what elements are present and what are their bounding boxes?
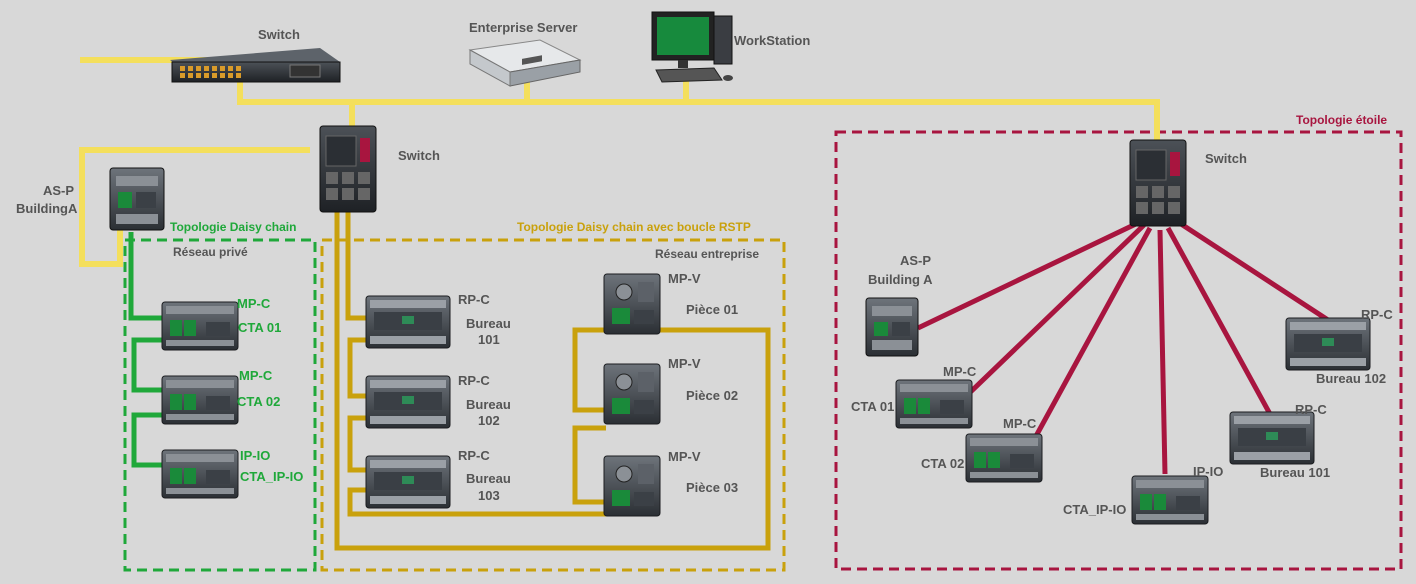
workstation-label: WorkStation [734,33,811,48]
right-switch-label: Switch [1205,151,1247,166]
top-switch-label: Switch [258,27,300,42]
rstp-subtitle: Réseau entreprise [655,247,760,261]
left-asp-device [109,167,165,231]
daisy-chain-subtitle: Réseau privé [173,245,248,259]
left-switch-label: Switch [398,148,440,163]
star-mpc-cta02-device [965,433,1043,483]
rpc3-type: RP-C [458,448,490,463]
mpv2-name: Pièce 02 [686,388,739,403]
rpc-bureau103-device [365,455,451,509]
left-mpc-cta01-device [161,301,239,351]
enterprise-server-label: Enterprise Server [469,20,578,35]
star-b102-type: RP-C [1361,307,1393,322]
mpv1-type: MP-V [668,271,701,286]
star-red-box [834,130,1403,571]
daisy-green-box [123,238,317,572]
left-mpc-cta02-device [161,375,239,425]
left-switch-device [319,125,377,213]
mpv-piece02-device [603,363,661,425]
star-cta01-type: MP-C [943,364,977,379]
gold-chain-wires [334,212,771,551]
star-ipio-device [1131,475,1209,525]
rpc-bureau101-device [365,295,451,349]
rstp-title: Topologie Daisy chain avec boucle RSTP [517,220,751,234]
star-wires [916,219,1330,475]
star-cta02-type: MP-C [1003,416,1037,431]
left-ipio-name: CTA_IP-IO [240,469,304,484]
left-ipio-device [161,449,239,499]
star-b102-name: Bureau 102 [1316,371,1387,386]
rpc2-type: RP-C [458,373,490,388]
rpc3-name-line1: Bureau [466,471,511,486]
rpc2-name-line2: 102 [478,413,500,428]
star-mpc-cta01-device [895,379,973,429]
left-ipio-type: IP-IO [240,448,271,463]
star-cta01-name: CTA 01 [851,399,895,414]
enterprise-server-device [468,39,582,87]
right-asp-device [865,297,919,357]
star-cta02-name: CTA 02 [921,456,965,471]
star-title: Topologie étoile [1296,113,1388,127]
mpv2-type: MP-V [668,356,701,371]
left-asp-label-line2: BuildingA [16,201,78,216]
daisy-chain-title: Topologie Daisy chain [170,220,297,234]
right-switch-device [1129,139,1187,227]
rpc-bureau102-device [365,375,451,429]
rpc1-name-line2: 101 [478,332,500,347]
star-ipio-name: CTA_IP-IO [1063,502,1127,517]
left-cta02-type: MP-C [239,368,273,383]
left-asp-label-line1: AS-P [43,183,75,198]
rpc3-name-line2: 103 [478,488,500,503]
workstation-device [651,11,733,83]
green-chain-wires [128,232,165,468]
rpc1-name-line1: Bureau [466,316,511,331]
star-rpc-bureau102-device [1285,317,1371,371]
left-cta01-name: CTA 01 [238,320,282,335]
rpc2-name-line1: Bureau [466,397,511,412]
star-ipio-type: IP-IO [1193,464,1224,479]
left-cta02-name: CTA 02 [237,394,281,409]
right-asp-line1: AS-P [900,253,932,268]
right-asp-line2: Building A [868,272,933,287]
star-rpc-bureau101-device [1229,411,1315,465]
left-cta01-type: MP-C [237,296,271,311]
mpv-piece03-device [603,455,661,517]
mpv3-type: MP-V [668,449,701,464]
rpc1-type: RP-C [458,292,490,307]
top-switch-device [170,48,341,83]
mpv-piece01-device [603,273,661,335]
mpv3-name: Pièce 03 [686,480,739,495]
star-b101-name: Bureau 101 [1260,465,1331,480]
mpv1-name: Pièce 01 [686,302,739,317]
star-b101-type: RP-C [1295,402,1327,417]
daisy-gold-box [320,238,786,572]
